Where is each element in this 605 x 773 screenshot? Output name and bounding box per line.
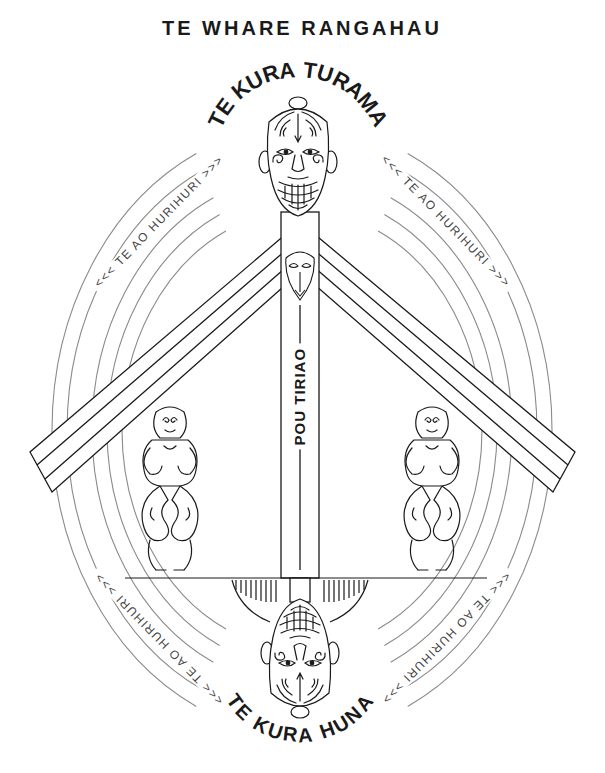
ring-arc <box>384 214 497 645</box>
koruru-face <box>286 252 314 300</box>
carved-head <box>259 97 337 216</box>
curved-letter: R <box>282 724 299 746</box>
curved-label: TE KURA TURAMA <box>206 59 388 131</box>
ring-arc <box>122 231 226 629</box>
ring-arc <box>107 214 220 645</box>
curved-letter: A <box>278 59 296 83</box>
ring-label: <<< TE AO HURIHURI >>> <box>375 566 515 709</box>
curved-letter <box>296 59 302 81</box>
pole-label: POU TIRIAO <box>291 343 308 449</box>
koruru-face <box>289 264 311 297</box>
pole <box>281 212 319 602</box>
carved-figure <box>142 407 198 570</box>
base-line <box>125 577 487 578</box>
ring-arc <box>378 231 482 629</box>
pole <box>281 212 319 578</box>
curved-letter: A <box>298 724 314 745</box>
diagram-title: TE WHARE RANGAHAU <box>162 17 442 40</box>
carved-figure <box>404 407 460 570</box>
carved-head <box>261 599 339 718</box>
curved-label: TE KURA HUNA <box>225 691 374 744</box>
koruru-face <box>286 252 314 300</box>
